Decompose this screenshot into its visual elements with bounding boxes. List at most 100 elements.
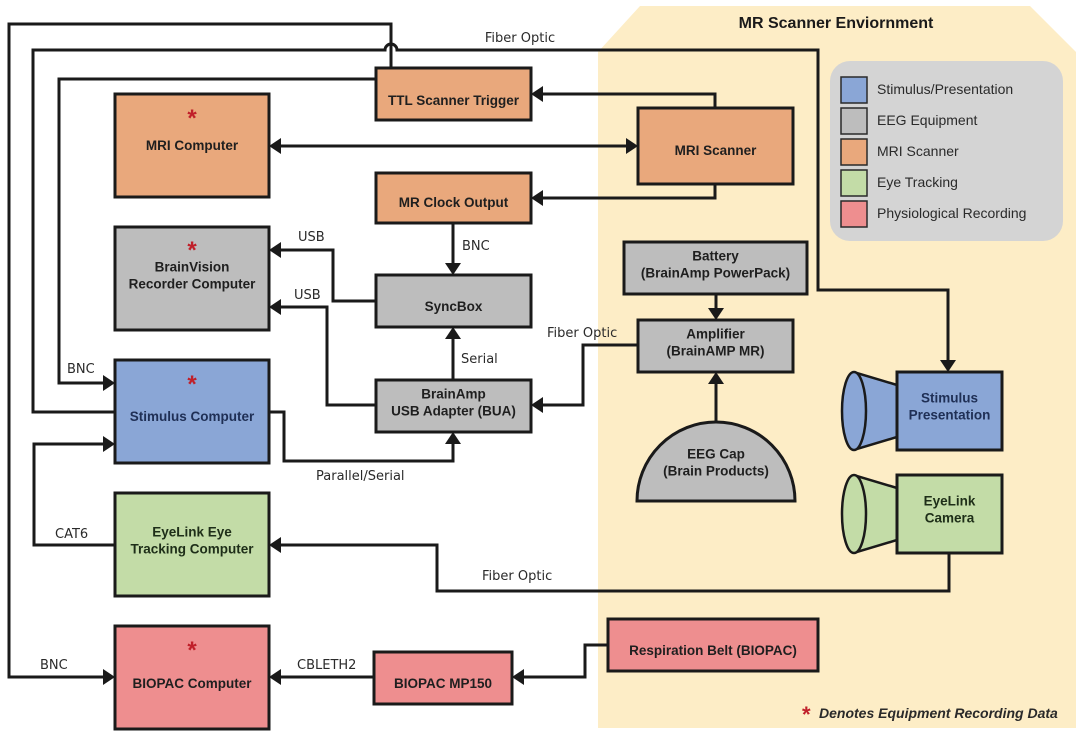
node-label: Respiration Belt (BIOPAC) (629, 643, 797, 658)
legend-swatch-eeg (840, 107, 868, 135)
node-stimulus-computer: *Stimulus Computer (113, 358, 271, 465)
node-label: Tracking Computer (130, 542, 254, 557)
node-box (636, 318, 795, 374)
node-box (113, 491, 271, 598)
node-respiration-belt: Respiration Belt (BIOPAC) (606, 617, 820, 673)
node-label: Amplifier (686, 327, 745, 342)
arrowhead-icon (445, 327, 461, 339)
footnote: * Denotes Equipment Recording Data (802, 702, 1058, 727)
mr-environment-title: MR Scanner Enviornment (739, 15, 934, 32)
wire-scanner-to-clock (543, 184, 717, 200)
legend-label-mri: MRI Scanner (877, 143, 959, 159)
node-label: Battery (692, 249, 739, 264)
label-cat6: CAT6 (55, 527, 88, 542)
node-label: EyeLink Eye (152, 525, 232, 540)
node-eeg-cap: EEG Cap (Brain Products) (635, 420, 797, 503)
node-label: (BrainAMP MR) (666, 344, 764, 359)
node-label: Stimulus (921, 391, 978, 406)
footnote-text: Denotes Equipment Recording Data (819, 705, 1058, 721)
recording-asterisk-icon: * (187, 371, 197, 398)
node-box (622, 240, 809, 296)
recording-asterisk-icon: * (187, 105, 197, 132)
node-ttl-trigger: TTL Scanner Trigger (374, 66, 533, 122)
node-box (635, 420, 797, 503)
arrowhead-icon (626, 138, 638, 154)
wire-amp-to-bua (543, 343, 638, 407)
recording-asterisk-icon: * (187, 637, 197, 664)
arrowhead-icon (512, 669, 524, 685)
label-cbleth2: CBLETH2 (297, 658, 356, 673)
connection-labels: Fiber Optic BNC USB USB Fiber Optic Seri… (40, 31, 617, 673)
wire-stim-to-bua (269, 410, 455, 463)
node-box (895, 370, 1004, 452)
legend-label-eeg: EEG Equipment (877, 112, 977, 128)
label-fiber-optic-top: Fiber Optic (485, 31, 555, 46)
node-label: Presentation (909, 408, 991, 423)
node-mr-clock: MR Clock Output (374, 171, 533, 225)
arrowhead-icon (445, 432, 461, 444)
arrowhead-icon (103, 669, 115, 685)
node-syncbox: SyncBox (374, 273, 533, 329)
node-label: TTL Scanner Trigger (388, 93, 520, 108)
arrowhead-icon (445, 263, 461, 275)
node-label: BIOPAC MP150 (394, 676, 492, 691)
legend-swatch-eye (840, 169, 868, 197)
node-box (372, 650, 514, 706)
arrowhead-icon (269, 299, 281, 315)
arrowhead-icon (531, 397, 543, 413)
node-box (113, 624, 271, 731)
legend-swatch-stimulus (840, 76, 868, 104)
footnote-asterisk: * (802, 702, 811, 727)
node-box (606, 617, 820, 673)
label-usb-1: USB (298, 230, 325, 245)
wire-ttl-to-biopac (7, 22, 393, 679)
node-label: MRI Computer (146, 138, 239, 153)
node-label: MRI Scanner (675, 143, 758, 158)
label-bnc-clock: BNC (462, 239, 490, 254)
label-fiber-optic-eye: Fiber Optic (482, 569, 552, 584)
label-serial: Serial (461, 352, 498, 367)
wire-scanner-to-ttl (543, 92, 717, 108)
node-label: (Brain Products) (663, 464, 769, 479)
legend-label-eye: Eye Tracking (877, 174, 958, 190)
node-label: USB Adapter (BUA) (391, 404, 516, 419)
legend-panel (830, 61, 1063, 241)
arrowhead-icon (708, 308, 724, 320)
node-box (895, 473, 1004, 555)
node-label: MR Clock Output (399, 195, 509, 210)
label-parallel-serial: Parallel/Serial (316, 469, 405, 484)
legend-swatch-physio (840, 200, 868, 228)
camera-lens-icon (840, 370, 899, 452)
arrowhead-icon (940, 360, 956, 372)
node-box (374, 66, 533, 122)
arrowhead-icon (269, 242, 281, 258)
node-label: BrainAmp (421, 387, 486, 402)
arrowhead-icon (708, 372, 724, 384)
node-box (636, 106, 795, 186)
node-label: EyeLink (924, 494, 976, 509)
label-usb-2: USB (294, 288, 321, 303)
node-mri-scanner: MRI Scanner (636, 106, 795, 186)
arrowhead-icon (531, 190, 543, 206)
node-mri-computer: * MRI Computer (113, 92, 271, 199)
node-box (374, 378, 533, 434)
wire-stim-to-presentation (31, 42, 950, 414)
node-label: EEG Cap (687, 447, 745, 462)
legend-swatch-mri (840, 138, 868, 166)
node-label: Recorder Computer (129, 277, 257, 292)
wire-bua-to-brainvision (281, 305, 376, 407)
node-amplifier: Amplifier (BrainAMP MR) (636, 318, 795, 374)
wire-belt-to-mp150 (524, 643, 608, 679)
node-biopac-mp150: BIOPAC MP150 (372, 650, 514, 706)
node-label: (BrainAmp PowerPack) (641, 266, 790, 281)
wire-camera-to-eyelink (281, 543, 951, 593)
arrowhead-icon (103, 436, 115, 452)
